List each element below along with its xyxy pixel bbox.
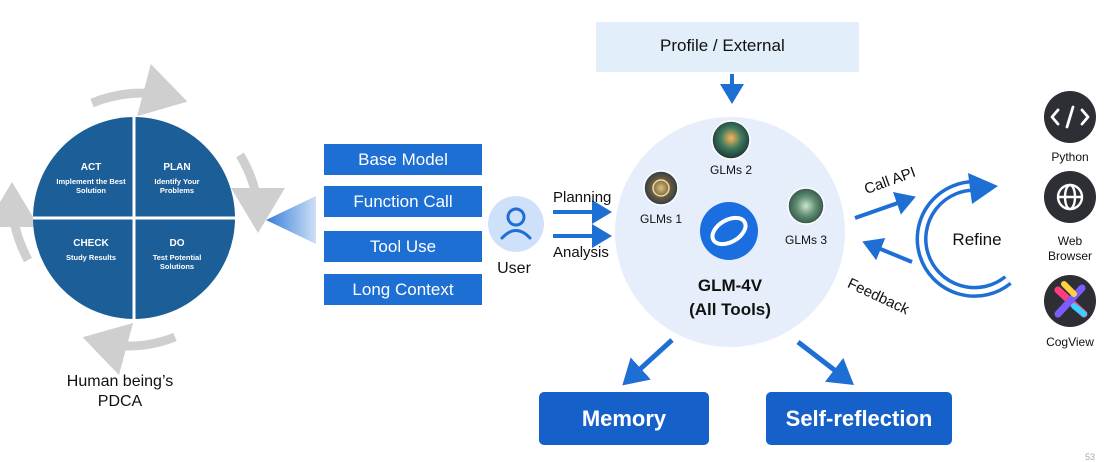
pdca-cycle-arrows (0, 64, 285, 376)
pdca-caption: Human being’s PDCA (40, 372, 200, 412)
capability-label: Base Model (358, 150, 448, 169)
page-number: 53 (1085, 452, 1096, 462)
memory-box: Memory (539, 392, 709, 445)
cogview-label: CogView (1046, 335, 1094, 349)
capability-base-model: Base Model (324, 144, 482, 175)
memory-label: Memory (581, 405, 667, 431)
capability-long-context: Long Context (324, 274, 482, 305)
pdca-do-title: DO (169, 238, 185, 249)
pdca-act-desc: Implement the Best Solution (56, 177, 126, 195)
glms-3-label: GLMs 3 (784, 233, 827, 247)
glms-3-avatar (787, 187, 825, 225)
self-reflection-label: Self-reflection (785, 405, 933, 431)
pdca-plan-title: PLAN (163, 162, 191, 173)
pdca-circle (33, 117, 235, 319)
capability-function-call: Function Call (324, 186, 482, 217)
glm-4v-title: GLM-4V (All Tools) (640, 274, 820, 322)
web-browser-label: Web Browser (1047, 234, 1092, 263)
glm-title-line2: (All Tools) (689, 300, 771, 319)
left-chevron-arrow (266, 196, 316, 244)
profile-external-label: Profile / External (660, 36, 785, 55)
glm-logo-icon (700, 202, 758, 260)
pdca-quadrant-check: CHECK Study Results (52, 238, 130, 262)
cogview-tool-icon (1044, 275, 1096, 327)
pdca-act-title: ACT (80, 162, 102, 173)
user-label: User (497, 260, 531, 277)
capability-label: Function Call (353, 192, 453, 211)
pdca-do-desc: Test Potential Solutions (152, 253, 202, 271)
pdca-check-desc: Study Results (65, 253, 116, 262)
memory-arrow (622, 338, 674, 386)
glms-1-avatar (643, 170, 679, 206)
capability-label: Tool Use (369, 237, 437, 256)
refine-label: Refine (952, 230, 1002, 249)
pdca-check-title: CHECK (73, 238, 109, 249)
pdca-caption-line2: PDCA (97, 393, 143, 410)
python-tool-icon (1044, 91, 1096, 143)
glm-title-line1: GLM-4V (697, 276, 763, 295)
planning-label: Planning (553, 189, 612, 206)
python-label: Python (1051, 150, 1089, 164)
refine-cycle-icon (915, 173, 1012, 298)
analysis-label: Analysis (553, 244, 609, 261)
pdca-quadrant-act: ACT Implement the Best Solution (52, 162, 130, 195)
glms-1-label: GLMs 1 (639, 212, 682, 226)
capability-label: Long Context (352, 280, 454, 299)
pdca-quadrant-plan: PLAN Identify Your Problems (138, 162, 216, 195)
glms-2-avatar (711, 120, 751, 160)
self-reflection-arrow (796, 340, 854, 386)
self-reflection-box: Self-reflection (766, 392, 952, 445)
glms-2-label: GLMs 2 (709, 163, 752, 177)
pdca-plan-desc: Identify Your Problems (154, 177, 200, 195)
pdca-quadrant-do: DO Test Potential Solutions (138, 238, 216, 271)
capability-tool-use: Tool Use (324, 231, 482, 262)
user-avatar (488, 196, 544, 252)
pdca-caption-line1: Human being’s (66, 373, 174, 390)
profile-external-box (596, 22, 859, 72)
call-api-arrow (854, 191, 916, 220)
web-browser-tool-icon (1044, 171, 1096, 223)
feedback-arrow (862, 238, 913, 264)
